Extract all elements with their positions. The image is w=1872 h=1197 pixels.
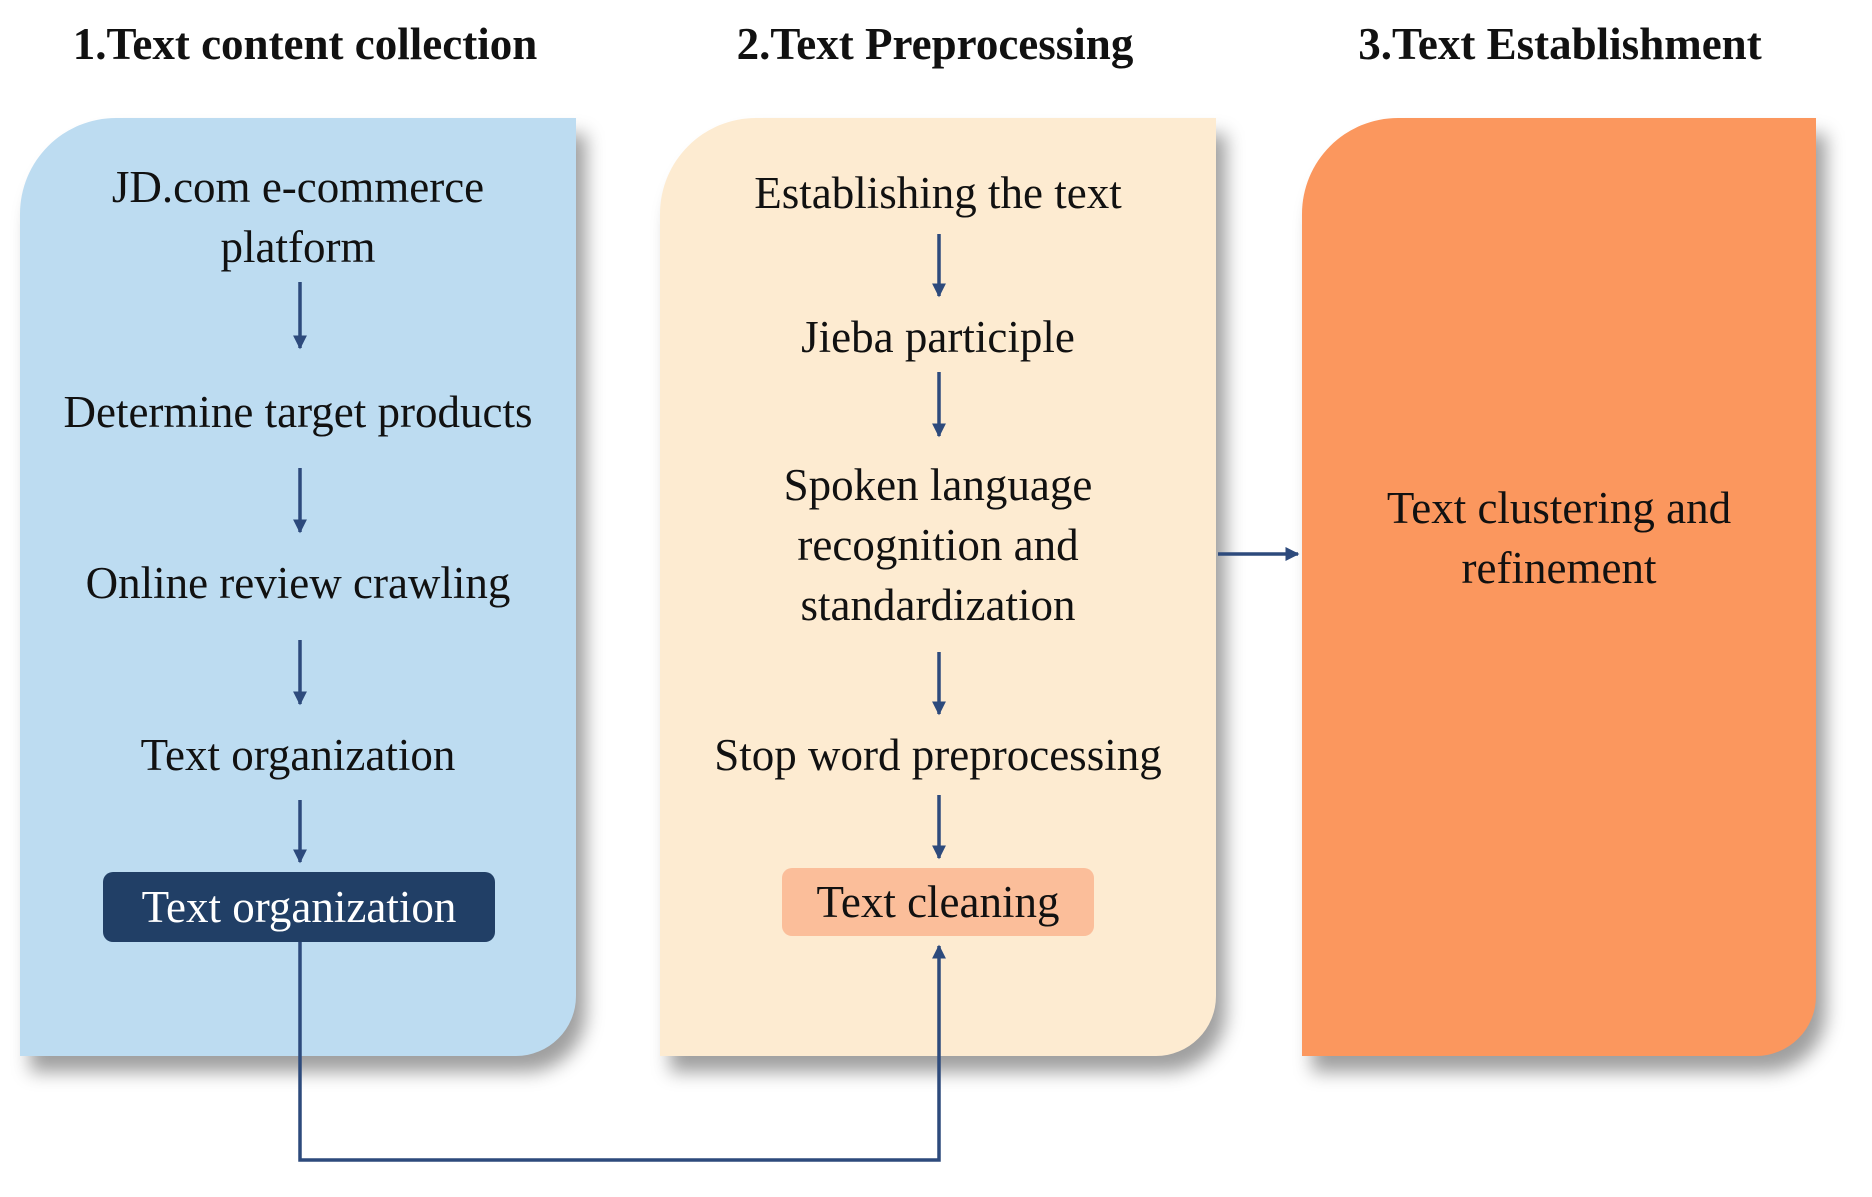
step-platform-line2: platform (220, 222, 376, 272)
step-platform-line1: JD.com e-commerce (111, 162, 485, 212)
arrow-connector-organization-to-cleaning (298, 942, 946, 1162)
column-title-establishment: 3.Text Establishment (1358, 19, 1762, 69)
step-stop-word: Stop word preprocessing (714, 730, 1162, 780)
step-review-crawling: Online review crawling (85, 558, 511, 608)
step-spoken-line1: Spoken language (783, 460, 1093, 510)
step-spoken-line2: recognition and (797, 520, 1079, 570)
step-jieba-participle: Jieba participle (801, 312, 1075, 362)
step-spoken-line3: standardization (800, 580, 1076, 630)
panel-text-establishment (1302, 118, 1816, 1056)
step-clustering-refinement: Text clustering and refinement (1302, 478, 1816, 598)
column-title-preprocessing: 2.Text Preprocessing (736, 19, 1134, 69)
step-spoken-language: Spoken language recognition and standard… (660, 455, 1216, 635)
box-text-organization: Text organization (103, 872, 495, 942)
step-text-organization: Text organization (140, 730, 456, 780)
step-clustering-line2: refinement (1461, 543, 1657, 593)
step-clustering-line1: Text clustering and (1386, 483, 1732, 533)
step-determine-products: Determine target products (63, 387, 533, 437)
column-title-collection: 1.Text content collection (72, 19, 538, 69)
box-text-cleaning: Text cleaning (782, 868, 1094, 936)
step-platform: JD.com e-commerce platform (20, 157, 576, 277)
step-establishing-text: Establishing the text (754, 168, 1122, 218)
